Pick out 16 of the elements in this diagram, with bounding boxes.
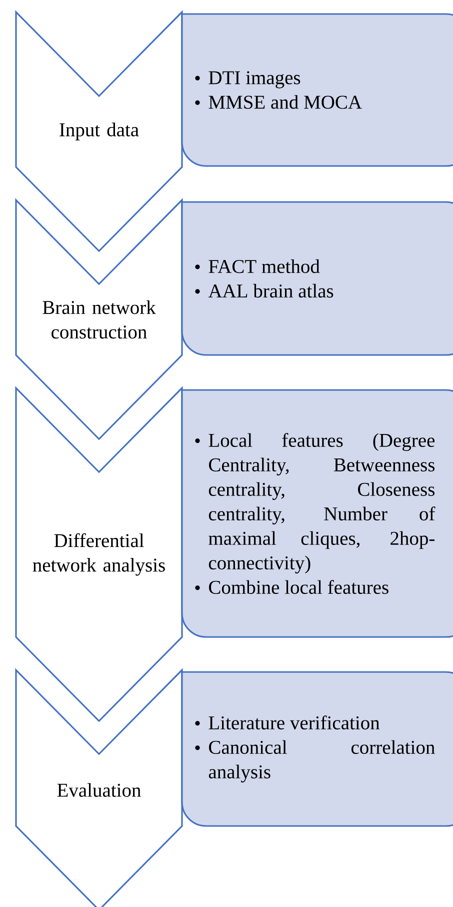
- bullet-item: FACT method: [195, 259, 320, 274]
- bullet-item: Canonical correlation analysis: [195, 740, 435, 782]
- chevron-step: Differential network analysis: [15, 386, 183, 722]
- text-panel: [181, 201, 453, 356]
- chevron-step: Brain network construction: [15, 198, 183, 440]
- text-panel: [181, 13, 453, 167]
- bullet-item: AAL brain atlas: [195, 284, 334, 298]
- bullet-item: MMSE and MOCA: [195, 95, 362, 109]
- text-panel: [181, 389, 453, 638]
- bullet-item: Combine local features: [195, 580, 388, 594]
- bullet-item: DTI images: [195, 71, 300, 88]
- text-panel: [181, 671, 453, 827]
- bullet-item: Literature verification: [195, 716, 380, 730]
- chevron-step: Evaluation: [15, 668, 183, 907]
- chevron-step: Input data: [15, 10, 183, 252]
- bullet-item: Local features (Degree Centrality, Betweenness centrality, Closeness centrality, Number of maximal cliques, 2hop-connectivity): [195, 433, 436, 574]
